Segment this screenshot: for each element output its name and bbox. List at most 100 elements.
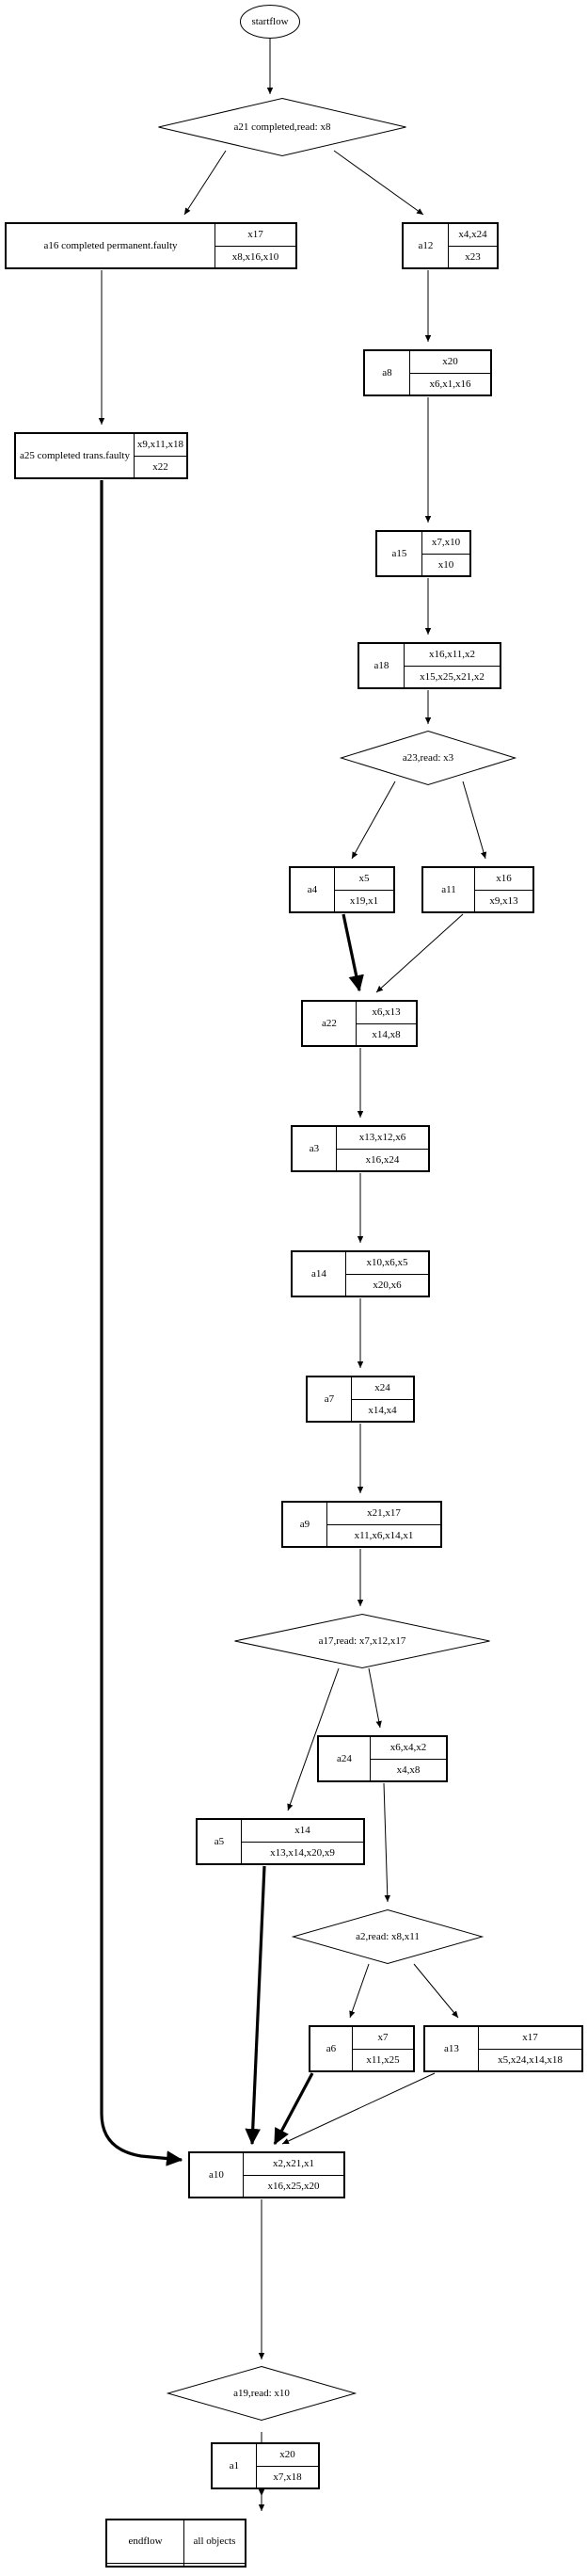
- edge-a23-a11: [462, 781, 487, 860]
- a7-label: a7: [307, 1377, 352, 1422]
- a6-top-value: x7: [352, 2026, 414, 2050]
- a10-bottom-value: x16,x25,x20: [243, 2174, 344, 2198]
- a25-label: a25 completed trans.faulty: [15, 433, 135, 478]
- endflow-label: endflow: [106, 2520, 184, 2564]
- a7-bottom-value: x14,x4: [351, 1398, 414, 1422]
- a4-bottom-value: x19,x1: [334, 889, 394, 912]
- node-a12[interactable]: a12 x4,x24 x23: [402, 222, 499, 269]
- node-a1[interactable]: a1 x20 x7,x18: [211, 2442, 320, 2489]
- a18-top-value: x16,x11,x2: [404, 643, 501, 667]
- node-a6[interactable]: a6 x7 x11,x25: [309, 2025, 415, 2072]
- node-a7[interactable]: a7 x24 x14,x4: [306, 1376, 415, 1423]
- a11-bottom-value: x9,x13: [474, 889, 533, 912]
- a10-top-value: x2,x21,x1: [243, 2152, 344, 2176]
- a22-top-value: x6,x13: [356, 1001, 417, 1024]
- a3-label: a3: [292, 1126, 337, 1171]
- a14-label: a14: [292, 1251, 346, 1296]
- a13-bottom-value: x5,x24,x14,x18: [478, 2048, 582, 2071]
- a13-label: a13: [424, 2026, 479, 2071]
- a11-label: a11: [422, 867, 475, 912]
- node-a10[interactable]: a10 x2,x21,x1 x16,x25,x20: [188, 2151, 345, 2198]
- node-a25[interactable]: a25 completed trans.faulty x9,x11,x18 x2…: [14, 432, 188, 479]
- node-a5[interactable]: a5 x14 x13,x14,x20,x9: [196, 1818, 365, 1865]
- endflow-empty-left: [106, 2562, 184, 2568]
- node-a16[interactable]: a16 completed permanent.faulty x17 x8,x1…: [5, 222, 297, 269]
- edge-a17-a24: [368, 1667, 382, 1729]
- a4-top-value: x5: [334, 867, 394, 891]
- a3-bottom-value: x16,x24: [336, 1148, 429, 1171]
- node-a18[interactable]: a18 x16,x11,x2 x15,x25,x21,x2: [358, 642, 501, 689]
- node-a8[interactable]: a8 x20 x6,x1,x16: [363, 349, 492, 396]
- edge-a11-a22: [375, 913, 464, 993]
- a2-label: a2,read: x8,x11: [356, 1931, 420, 1942]
- edge-a2-a13: [413, 1963, 459, 2019]
- a12-top-value: x4,x24: [448, 223, 498, 247]
- a22-bottom-value: x14,x8: [356, 1022, 417, 1046]
- a24-label: a24: [318, 1736, 371, 1781]
- node-a11[interactable]: a11 x16 x9,x13: [421, 866, 534, 913]
- a5-top-value: x14: [241, 1819, 364, 1843]
- a9-label: a9: [282, 1502, 327, 1547]
- a7-top-value: x24: [351, 1377, 414, 1400]
- a22-label: a22: [302, 1001, 357, 1046]
- node-a15[interactable]: a15 x7,x10 x10: [375, 530, 471, 577]
- node-a21[interactable]: a21 completed,read: x8: [158, 97, 406, 157]
- a1-top-value: x20: [256, 2443, 319, 2467]
- a6-label: a6: [310, 2026, 353, 2071]
- node-a13[interactable]: a13 x17 x5,x24,x14,x18: [423, 2025, 583, 2072]
- endflow-value: all objects: [183, 2520, 246, 2564]
- a1-bottom-value: x7,x18: [256, 2465, 319, 2488]
- a11-top-value: x16: [474, 867, 533, 891]
- a16-top-value: x17: [215, 223, 296, 247]
- node-a22[interactable]: a22 x6,x13 x14,x8: [301, 1000, 418, 1047]
- a14-top-value: x10,x6,x5: [345, 1251, 429, 1275]
- edge-a6-a10: [273, 2072, 314, 2146]
- a5-bottom-value: x13,x14,x20,x9: [241, 1841, 364, 1864]
- edge-a17-a5: [287, 1667, 340, 1811]
- node-startflow[interactable]: startflow: [240, 5, 300, 39]
- a5-label: a5: [197, 1819, 242, 1864]
- a8-bottom-value: x6,x1,x16: [409, 372, 491, 395]
- a23-label: a23,read: x3: [402, 752, 454, 764]
- a12-label: a12: [403, 223, 449, 268]
- endflow-empty-right: [183, 2562, 246, 2568]
- node-a17[interactable]: a17,read: x7,x12,x17: [234, 1613, 490, 1669]
- a18-bottom-value: x15,x25,x21,x2: [404, 665, 501, 688]
- node-a4[interactable]: a4 x5 x19,x1: [289, 866, 395, 913]
- edge-a4-a22: [342, 913, 364, 992]
- edge-a24-a2: [383, 1782, 390, 1903]
- a19-label: a19,read: x10: [233, 2388, 290, 2399]
- a12-bottom-value: x23: [448, 245, 498, 268]
- a8-top-value: x20: [409, 350, 491, 374]
- a1-label: a1: [212, 2443, 257, 2488]
- a4-label: a4: [290, 867, 335, 912]
- a13-top-value: x17: [478, 2026, 582, 2050]
- edge-a25-a10: [100, 480, 183, 2166]
- node-a19[interactable]: a19,read: x10: [166, 2365, 358, 2422]
- edge-a21-a16: [183, 150, 227, 216]
- a17-label: a17,read: x7,x12,x17: [318, 1635, 406, 1647]
- node-endflow[interactable]: endflow all objects: [105, 2519, 246, 2568]
- a15-top-value: x7,x10: [421, 531, 470, 555]
- a18-label: a18: [358, 643, 405, 688]
- a9-bottom-value: x11,x6,x14,x1: [326, 1523, 441, 1547]
- a10-label: a10: [189, 2152, 244, 2198]
- a9-top-value: x21,x17: [326, 1502, 441, 1525]
- edge-a13-a10: [281, 2072, 436, 2145]
- node-a2[interactable]: a2,read: x8,x11: [291, 1908, 485, 1965]
- startflow-label: startflow: [251, 16, 289, 27]
- a21-label: a21 completed,read: x8: [233, 121, 331, 133]
- edge-a23-a4: [351, 781, 396, 860]
- node-a23[interactable]: a23,read: x3: [339, 730, 517, 786]
- node-a9[interactable]: a9 x21,x17 x11,x6,x14,x1: [281, 1501, 442, 1548]
- a25-top-value: x9,x11,x18: [133, 433, 188, 457]
- a16-label: a16 completed permanent.faulty: [6, 223, 215, 268]
- a14-bottom-value: x20,x6: [345, 1273, 429, 1296]
- node-a3[interactable]: a3 x13,x12,x6 x16,x24: [291, 1125, 430, 1172]
- edge-a5-a10: [245, 1865, 266, 2146]
- node-a14[interactable]: a14 x10,x6,x5 x20,x6: [291, 1250, 430, 1297]
- node-a24[interactable]: a24 x6,x4,x2 x4,x8: [317, 1735, 448, 1782]
- a3-top-value: x13,x12,x6: [336, 1126, 429, 1150]
